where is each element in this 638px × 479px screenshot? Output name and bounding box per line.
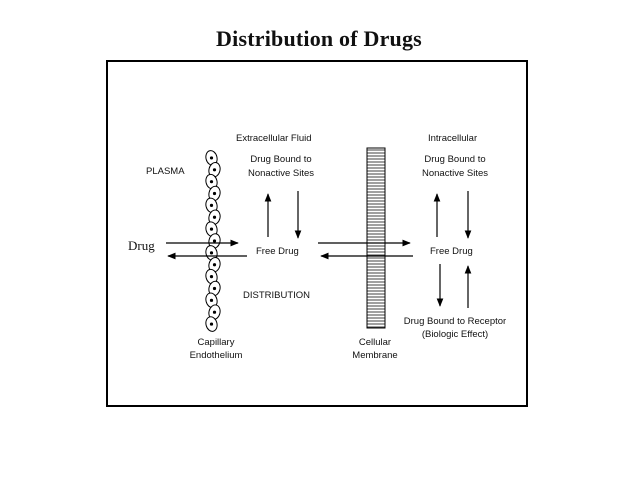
label-drug: Drug [128, 238, 155, 253]
endothelial-cell-nucleus [209, 227, 214, 231]
label-cellular-line1: Cellular [358, 337, 392, 348]
endothelial-cell-nucleus [212, 310, 217, 314]
label-receptor-line1: Drug Bound to Receptor [403, 316, 507, 327]
endothelial-cell-nucleus [209, 251, 214, 255]
endothelial-cell-nucleus [212, 168, 217, 172]
endothelial-cell-nucleus [209, 322, 214, 326]
label-plasma: PLASMA [146, 166, 185, 177]
slide-title: Distribution of Drugs [216, 26, 422, 51]
label-extracellular-fluid: Extracellular Fluid [236, 133, 312, 144]
label-nonactive-left-line2: Nonactive Sites [247, 168, 314, 179]
endothelial-cell-nucleus [212, 215, 217, 219]
endothelial-cell-nucleus [209, 203, 214, 207]
endothelial-cell-nucleus [209, 180, 214, 184]
capillary-endothelium-chain [205, 150, 221, 332]
label-nonactive-left-line1: Drug Bound to [250, 154, 312, 165]
endothelial-cell-nucleus [212, 286, 217, 291]
label-receptor-line2: (Biologic Effect) [421, 329, 489, 340]
endothelial-cell-nucleus [209, 298, 214, 302]
membrane-hatching [367, 149, 385, 328]
label-free-drug-left: Free Drug [256, 246, 299, 257]
label-intracellular: Intracellular [428, 133, 478, 144]
label-free-drug-right: Free Drug [430, 246, 473, 257]
endothelial-cell-nucleus [212, 263, 217, 267]
endothelial-cell-nucleus [212, 239, 217, 243]
label-capillary-line1: Capillary [197, 337, 235, 348]
label-cellular-line2: Membrane [352, 350, 398, 361]
label-nonactive-right-line1: Drug Bound to [424, 154, 486, 165]
endothelial-cell-nucleus [212, 191, 217, 196]
endothelial-cell-nucleus [209, 156, 214, 160]
label-nonactive-right-line2: Nonactive Sites [421, 168, 488, 179]
slide-frame [106, 60, 528, 407]
endothelial-cell-nucleus [209, 275, 214, 279]
label-distribution: DISTRIBUTION [243, 290, 311, 301]
label-capillary-line2: Endothelium [189, 350, 243, 361]
cellular-membrane [366, 147, 386, 329]
